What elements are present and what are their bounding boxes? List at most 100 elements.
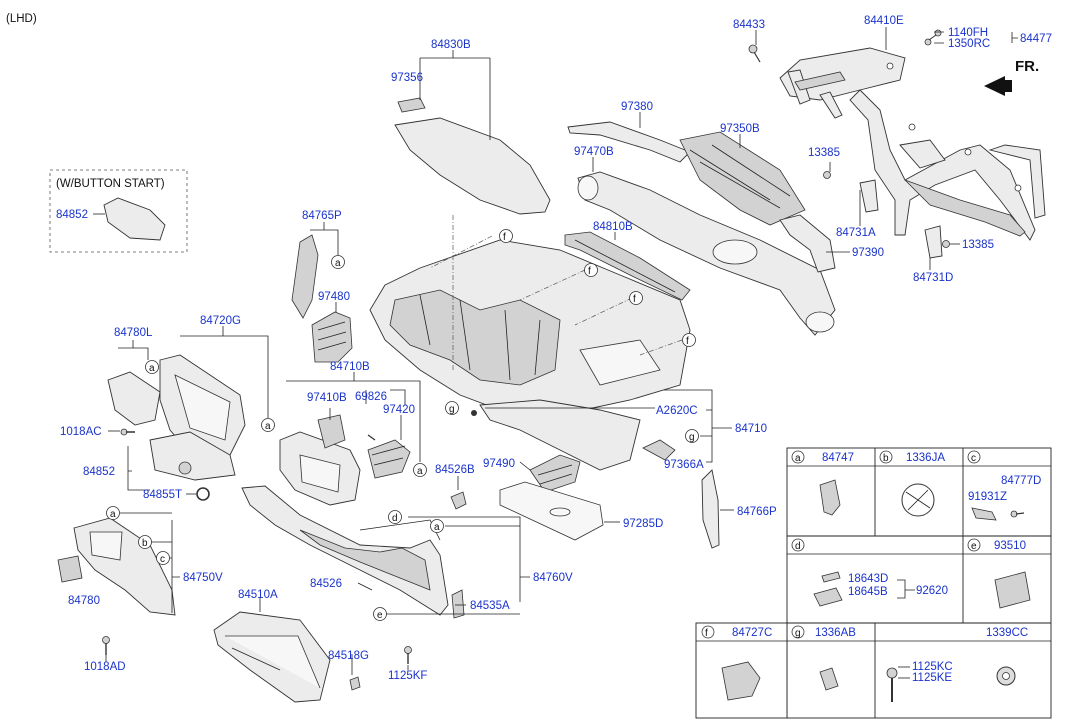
part-label: 84410E	[864, 15, 904, 27]
svg-text:a: a	[417, 466, 423, 477]
part-label: 84710B	[330, 361, 370, 373]
main-duct-97470b	[577, 171, 836, 336]
svg-text:f: f	[705, 628, 708, 639]
glove-box-84510a	[213, 611, 331, 703]
center-fascia-84710b	[279, 414, 411, 506]
dashed-guide-lines	[429, 215, 683, 370]
lower-crash-pad-84760v	[241, 485, 465, 619]
svg-text:d: d	[795, 541, 801, 552]
svg-text:g: g	[795, 628, 801, 639]
switch-93510-icon	[994, 571, 1031, 609]
part-label: 84766P	[737, 506, 777, 518]
part-label: 84852	[56, 209, 88, 221]
part-label: 13385	[962, 239, 994, 251]
part-label: 84780L	[114, 327, 153, 339]
svg-text:a: a	[795, 453, 801, 464]
center-duct-97350b	[679, 131, 806, 226]
part-label: 84477	[1020, 33, 1052, 45]
bumper-84518g-icon	[349, 676, 361, 691]
side-duct-97390	[779, 214, 836, 273]
bracket-84731d	[924, 225, 943, 259]
bolt-84433-icon	[748, 44, 761, 63]
screw-1125kc-icon	[886, 667, 898, 679]
svg-text:c: c	[971, 453, 976, 464]
part-label: 84830B	[431, 39, 471, 51]
knee-panel-option	[103, 197, 166, 241]
vent-97480	[311, 311, 353, 363]
part-label: 84855T	[143, 489, 182, 501]
ref-part-label: 91931Z	[968, 491, 1007, 503]
ref-part-label: 84727C	[732, 627, 772, 639]
screw-1018ac-icon	[120, 428, 135, 436]
svg-text:g: g	[449, 404, 455, 415]
ring-84855t-icon	[196, 487, 210, 501]
reference-table: a b c d e f g	[695, 447, 1052, 719]
part-label: 84710	[735, 423, 767, 435]
part-label: 84526	[310, 578, 342, 590]
ref-part-label: 18645B	[848, 586, 888, 598]
part-label: 1350RC	[948, 38, 990, 50]
ref-part-label: 1125KE	[912, 672, 952, 684]
svg-text:f: f	[503, 232, 506, 243]
clip-1336ja-icon	[905, 489, 931, 511]
ref-part-label: 84747	[822, 452, 854, 464]
ref-part-label: 93510	[994, 540, 1026, 552]
part-label: 97366A	[664, 459, 704, 471]
part-label: 1140FH	[948, 27, 988, 39]
screw-1018ad-icon	[102, 636, 110, 655]
screw-1125kf-icon	[404, 646, 412, 664]
air-duct-97380	[567, 121, 691, 163]
tray-97285d	[499, 481, 604, 541]
svg-text:a: a	[335, 258, 341, 269]
fr-arrow-icon	[984, 76, 1012, 96]
svg-text:f: f	[633, 294, 636, 305]
clip-1336ab-icon	[819, 667, 839, 691]
part-label: A2620C	[656, 405, 698, 417]
svg-text:c: c	[160, 554, 165, 565]
ref-part-label: 18643D	[848, 573, 888, 585]
svg-text:f: f	[686, 336, 689, 347]
part-label: 84731A	[836, 227, 876, 239]
part-label: 97285D	[623, 518, 663, 530]
bulb-18643d-icon	[821, 571, 841, 583]
part-label: 97470B	[574, 146, 614, 158]
part-label: 97380	[621, 101, 653, 113]
lhd-label: (LHD)	[6, 13, 37, 25]
ref-part-label: 1336AB	[815, 627, 856, 639]
part-label: 84518G	[328, 650, 369, 662]
part-label: 97390	[852, 247, 884, 259]
part-label: 69826	[355, 391, 387, 403]
callout-circles: f f f f a a a a g g d a e a b c	[106, 229, 699, 621]
cap-84526b-icon	[450, 491, 467, 510]
ref-part-label: 1125KC	[912, 661, 953, 673]
part-label: 97350B	[720, 123, 760, 135]
svg-text:b: b	[142, 538, 148, 549]
svg-text:a: a	[149, 363, 155, 374]
part-label: 84731D	[913, 272, 953, 284]
svg-text:a: a	[265, 421, 271, 432]
option-box-title: (W/BUTTON START)	[56, 178, 165, 190]
option-box	[49, 169, 188, 253]
part-label: 84780	[68, 595, 100, 607]
part-label: 84535A	[470, 600, 510, 612]
bolt-1140fh-icon	[924, 29, 942, 46]
svg-text:g: g	[689, 432, 695, 443]
cowl-cross-bar	[779, 47, 1046, 241]
bracket-84731a	[859, 179, 879, 213]
part-label: 84765P	[302, 210, 342, 222]
vent-97366a	[642, 439, 676, 461]
knee-panel-84852	[149, 431, 236, 481]
part-label: 1018AC	[60, 426, 102, 438]
cover-84830b	[394, 97, 551, 215]
part-label: 84760V	[533, 572, 573, 584]
lower-panel-84750v	[57, 517, 176, 616]
svg-text:d: d	[392, 513, 398, 524]
svg-text:e: e	[971, 541, 977, 552]
nut-13385-icon	[823, 171, 950, 248]
ref-part-label: 1339CC	[986, 627, 1028, 639]
ref-part-label: 1336JA	[906, 452, 945, 464]
part-label: 97356	[391, 72, 423, 84]
leader-lines	[105, 27, 1018, 675]
side-cover-84766p	[701, 469, 720, 549]
part-label: 97410B	[307, 392, 347, 404]
